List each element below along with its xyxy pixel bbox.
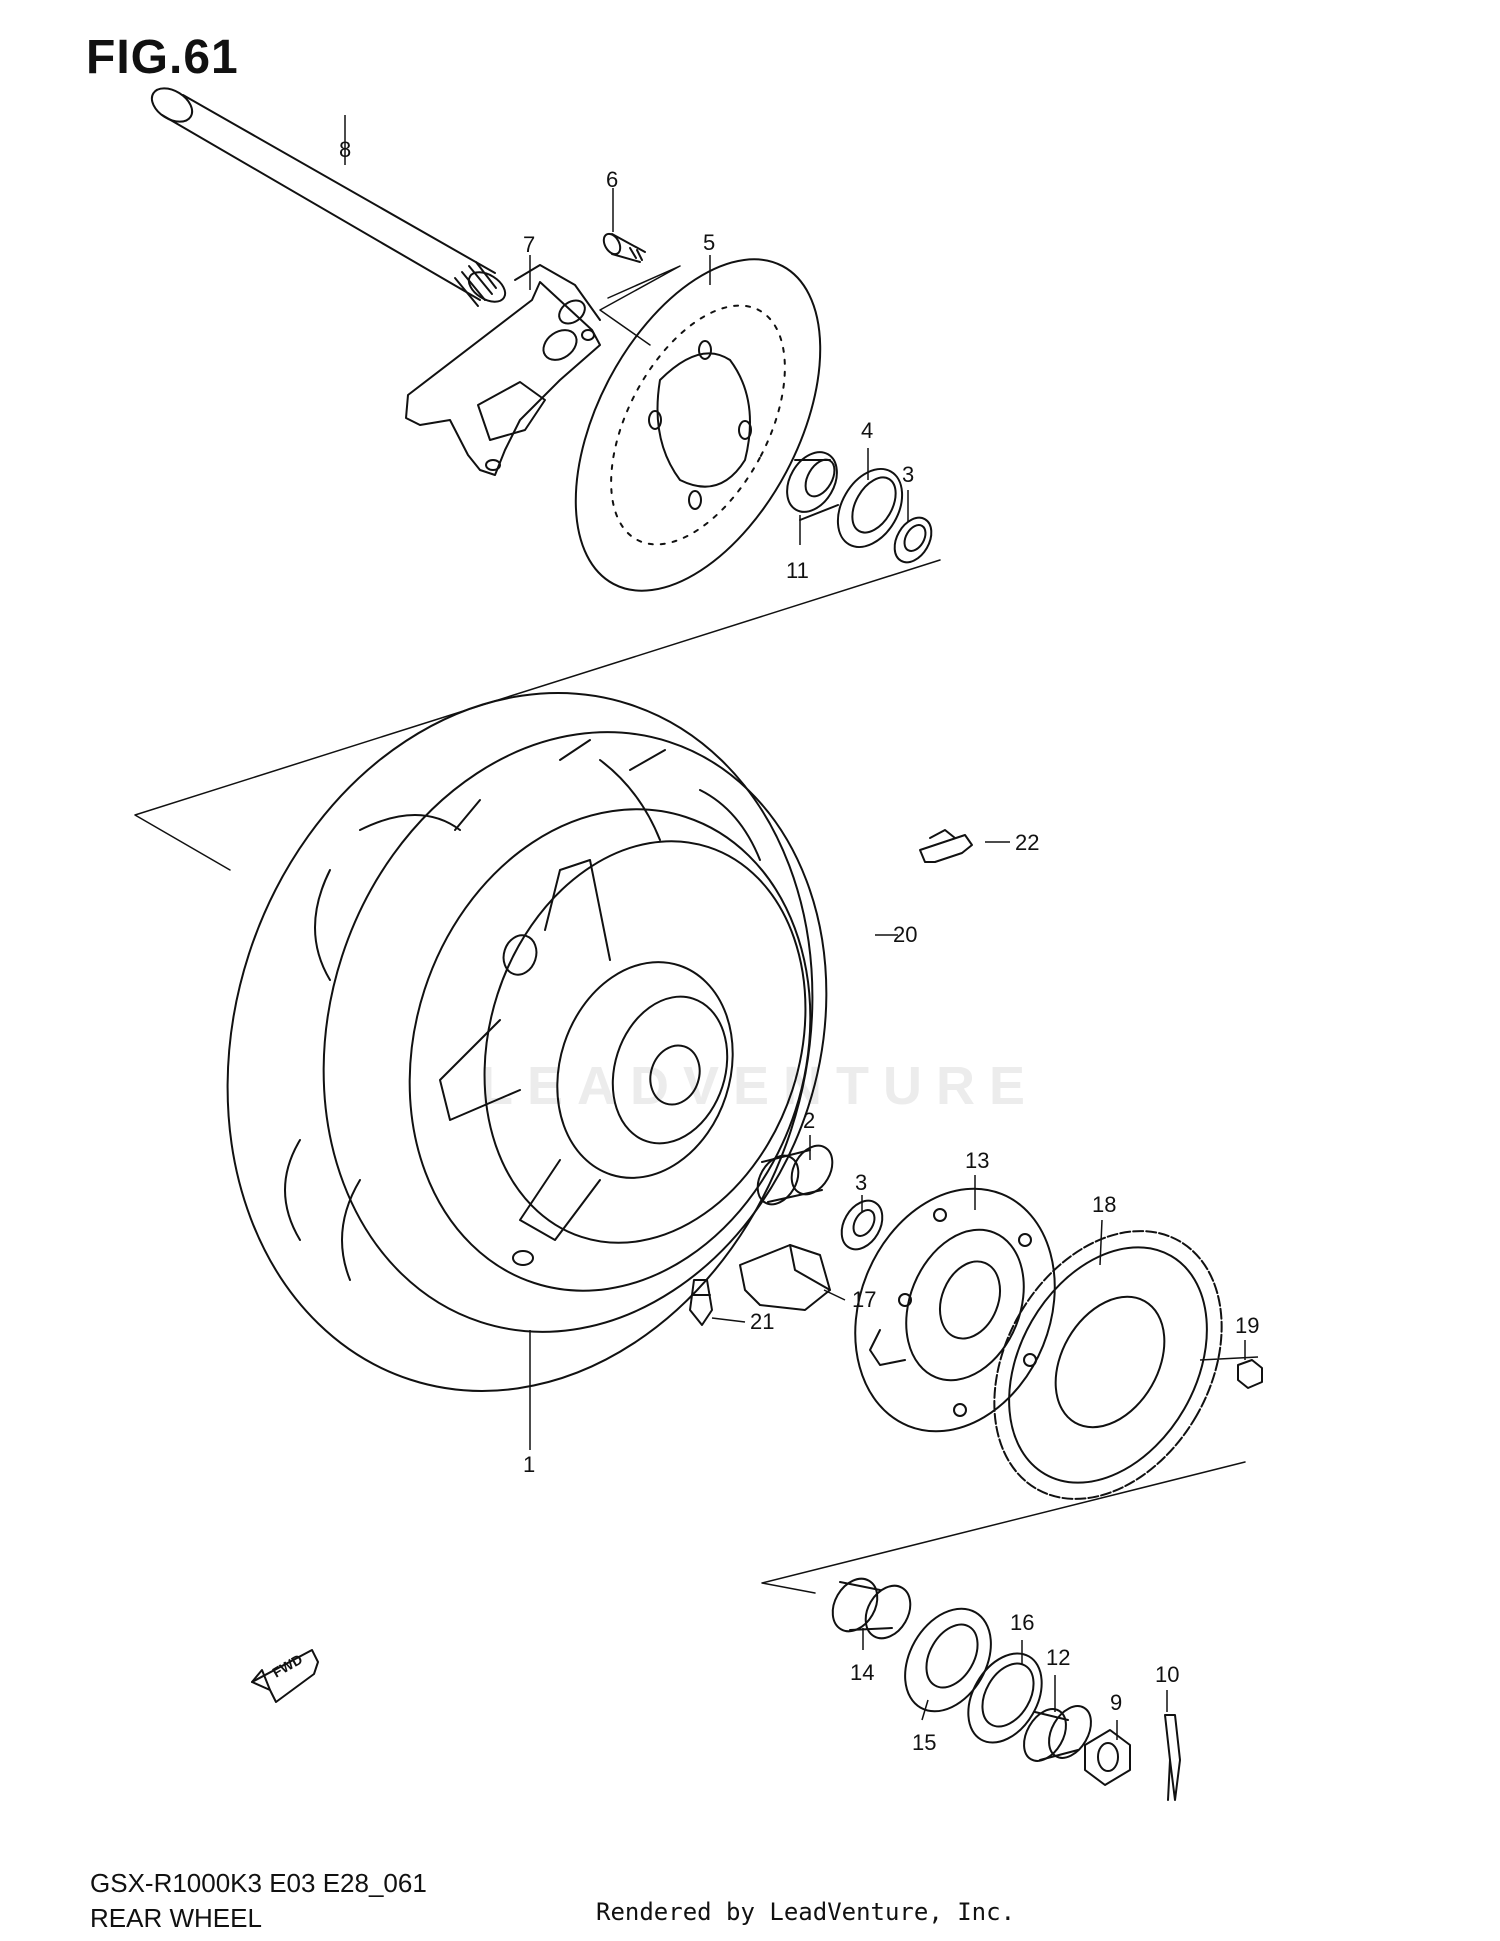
watermark-text: LEADVENTURE: [480, 1056, 1040, 1116]
callout-3-upper[interactable]: 3: [902, 462, 914, 487]
section-title: REAR WHEEL: [90, 1903, 262, 1933]
callout-19[interactable]: 19: [1235, 1313, 1259, 1338]
leader-lines: [344, 115, 1259, 1740]
balance-weight-part[interactable]: [919, 829, 973, 863]
model-code: GSX-R1000K3 E03 E28_061: [90, 1868, 427, 1898]
callout-3-lower[interactable]: 3: [855, 1170, 867, 1195]
callout-22[interactable]: 22: [1015, 830, 1039, 855]
callout-8[interactable]: 8: [339, 137, 351, 162]
callout-4[interactable]: 4: [861, 418, 873, 443]
callout-16[interactable]: 16: [1010, 1610, 1034, 1635]
callout-2[interactable]: 2: [803, 1108, 815, 1133]
callout-11[interactable]: 11: [786, 558, 809, 583]
sprocket-seal-part[interactable]: [953, 1640, 1056, 1755]
callout-18[interactable]: 18: [1092, 1192, 1116, 1217]
callout-14[interactable]: 14: [850, 1660, 874, 1685]
callout-17[interactable]: 17: [852, 1287, 876, 1312]
sprocket-carrier-part[interactable]: [820, 1159, 1090, 1462]
sprocket-spacer-part[interactable]: [1015, 1699, 1099, 1768]
wheel-rim-part[interactable]: [349, 757, 871, 1344]
callout-15[interactable]: 15: [912, 1730, 936, 1755]
callout-21[interactable]: 21: [750, 1309, 774, 1334]
fwd-label: FWD: [270, 1651, 306, 1681]
bolt-part[interactable]: [600, 231, 646, 263]
callout-5[interactable]: 5: [703, 230, 715, 255]
callout-labels: 8 6 5 7 4 3 11 22 20 2 3 13 18 19 17 21 …: [339, 137, 1259, 1755]
bearing-part[interactable]: [887, 511, 939, 569]
callout-7[interactable]: 7: [523, 232, 535, 257]
callout-12[interactable]: 12: [1046, 1645, 1070, 1670]
valve-part[interactable]: [689, 1279, 713, 1326]
axle-nut-part[interactable]: [1084, 1729, 1131, 1786]
callout-9[interactable]: 9: [1110, 1690, 1122, 1715]
sprocket-nut-part[interactable]: [1237, 1359, 1263, 1389]
hub-spacer-part[interactable]: [749, 1138, 840, 1211]
figure-number: FIG.61: [86, 31, 239, 84]
tire-part[interactable]: [139, 616, 902, 1467]
callout-10[interactable]: 10: [1155, 1662, 1179, 1687]
cotter-pin-part[interactable]: [1164, 1714, 1181, 1801]
rendered-by-credit: Rendered by LeadVenture, Inc.: [596, 1898, 1016, 1926]
axle-part[interactable]: [146, 81, 510, 307]
hub-bearing-part[interactable]: [833, 1193, 890, 1256]
callout-6[interactable]: 6: [606, 167, 618, 192]
forward-arrow-icon: [251, 1649, 319, 1703]
callout-20[interactable]: 20: [893, 922, 917, 947]
assembly-guide-lines: [134, 265, 1246, 1594]
cushion-part[interactable]: [739, 1244, 831, 1311]
sprocket-part[interactable]: [948, 1190, 1268, 1540]
brake-disc-part[interactable]: [525, 219, 871, 631]
oil-seal-part[interactable]: [825, 458, 915, 559]
sprocket-bearing-part[interactable]: [888, 1593, 1009, 1726]
collar-part[interactable]: [824, 1571, 920, 1646]
caliper-bracket-part[interactable]: [405, 264, 601, 476]
spacer-part[interactable]: [777, 443, 847, 521]
callout-1[interactable]: 1: [523, 1452, 535, 1477]
callout-13[interactable]: 13: [965, 1148, 989, 1173]
